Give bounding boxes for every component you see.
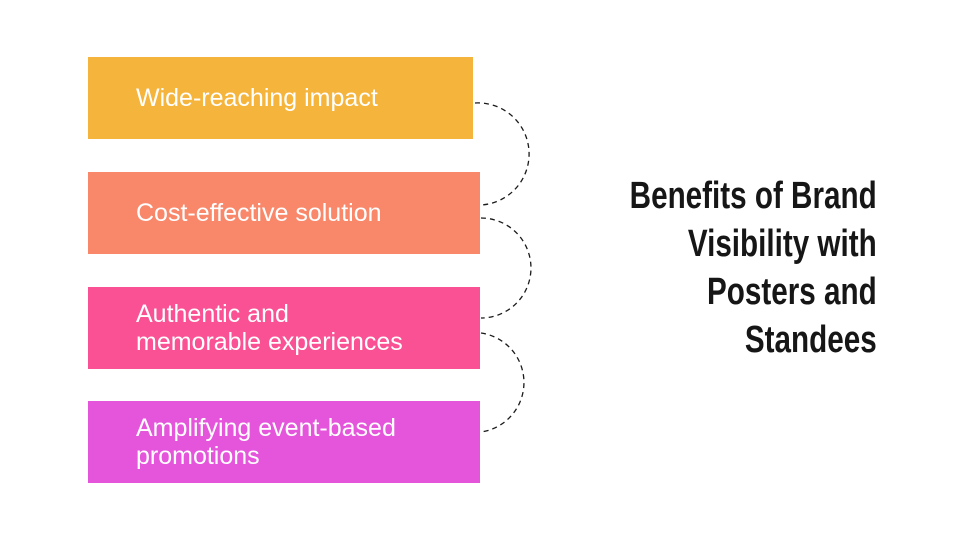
benefit-label: Wide-reaching impact — [136, 84, 378, 112]
title-line: Posters and — [707, 271, 877, 313]
benefit-box-authentic-experiences: Authentic and memorable experiences — [88, 287, 480, 369]
benefit-label: Amplifying event-based — [136, 414, 396, 442]
connector-arc-3 — [480, 332, 525, 433]
benefit-label: Cost-effective solution — [136, 199, 382, 227]
title-line: Standees — [745, 319, 877, 361]
benefit-box-cost-effective-solution: Cost-effective solution — [88, 172, 480, 254]
benefit-box-wide-reaching-impact: Wide-reaching impact — [88, 57, 473, 139]
benefit-box-event-based-promotions: Amplifying event-based promotions — [88, 401, 480, 483]
title-line: Visibility with — [688, 223, 877, 265]
title-line: Benefits of Brand — [629, 175, 877, 217]
benefit-label: Authentic and — [136, 300, 289, 328]
connector-arc-1 — [474, 102, 530, 206]
slide-title: Benefits of Brand Visibility with Poster… — [630, 172, 877, 364]
connector-arc-2 — [480, 217, 532, 319]
benefit-label: promotions — [136, 442, 260, 470]
benefit-label: memorable experiences — [136, 328, 403, 356]
